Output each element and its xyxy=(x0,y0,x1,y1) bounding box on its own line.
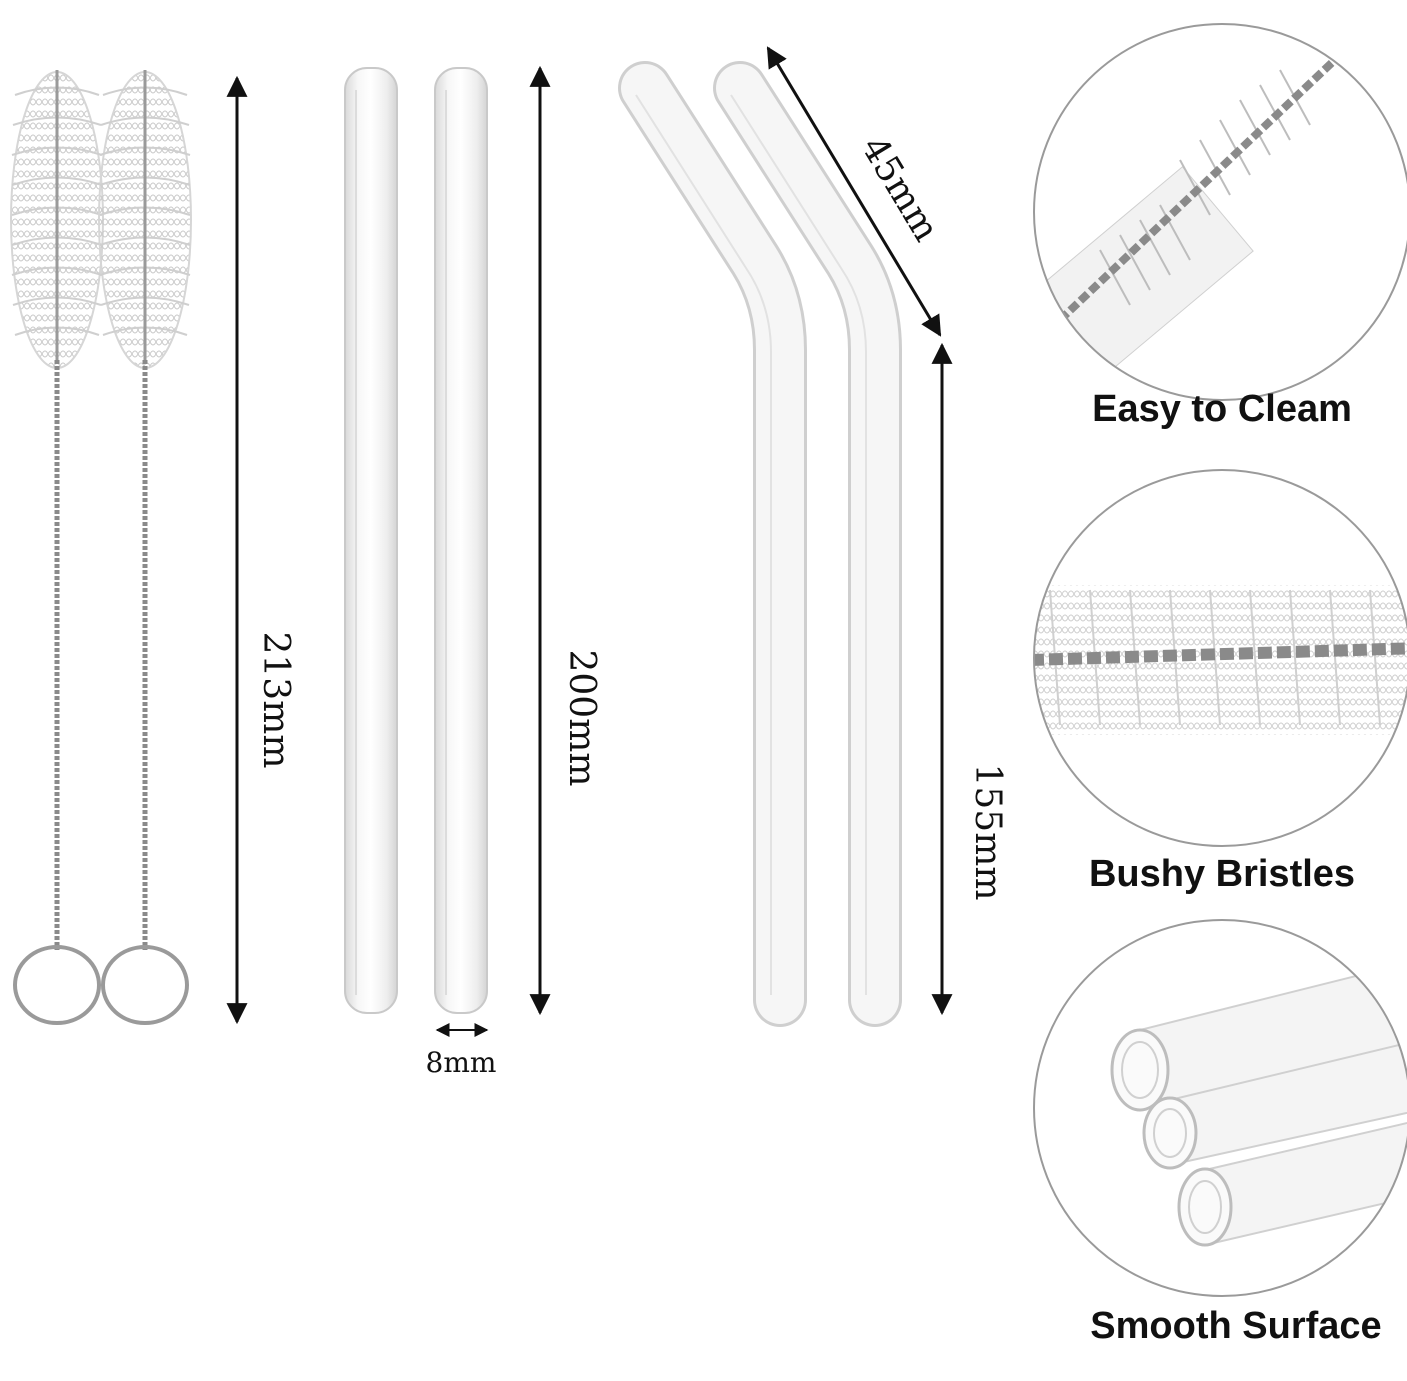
bent-body-label: 155mm xyxy=(967,764,1008,901)
cleaning-brush-2 xyxy=(98,70,192,1025)
detail-circle-straw-ends xyxy=(1033,919,1407,1297)
straight-straw-1 xyxy=(344,67,398,1014)
diameter-label: 8mm xyxy=(426,1046,497,1079)
bent-tip-label: 45mm xyxy=(853,130,947,249)
straw-length-label: 200mm xyxy=(561,650,602,787)
bent-tip-arrow xyxy=(766,46,942,337)
brush-length-label: 213mm xyxy=(255,632,296,769)
bent-straw-1 xyxy=(618,61,807,1027)
detail-circle-bristles xyxy=(1033,469,1407,847)
feature-label-easy-to-clean: Easy to Cleam xyxy=(1092,388,1352,430)
cleaning-brush-1 xyxy=(10,70,104,1025)
straight-straw-2 xyxy=(434,67,488,1014)
feature-label-smooth-surface: Smooth Surface xyxy=(1090,1305,1382,1347)
detail-circle-brush-tip xyxy=(1033,23,1407,401)
feature-label-bushy-bristles: Bushy Bristles xyxy=(1088,853,1356,895)
